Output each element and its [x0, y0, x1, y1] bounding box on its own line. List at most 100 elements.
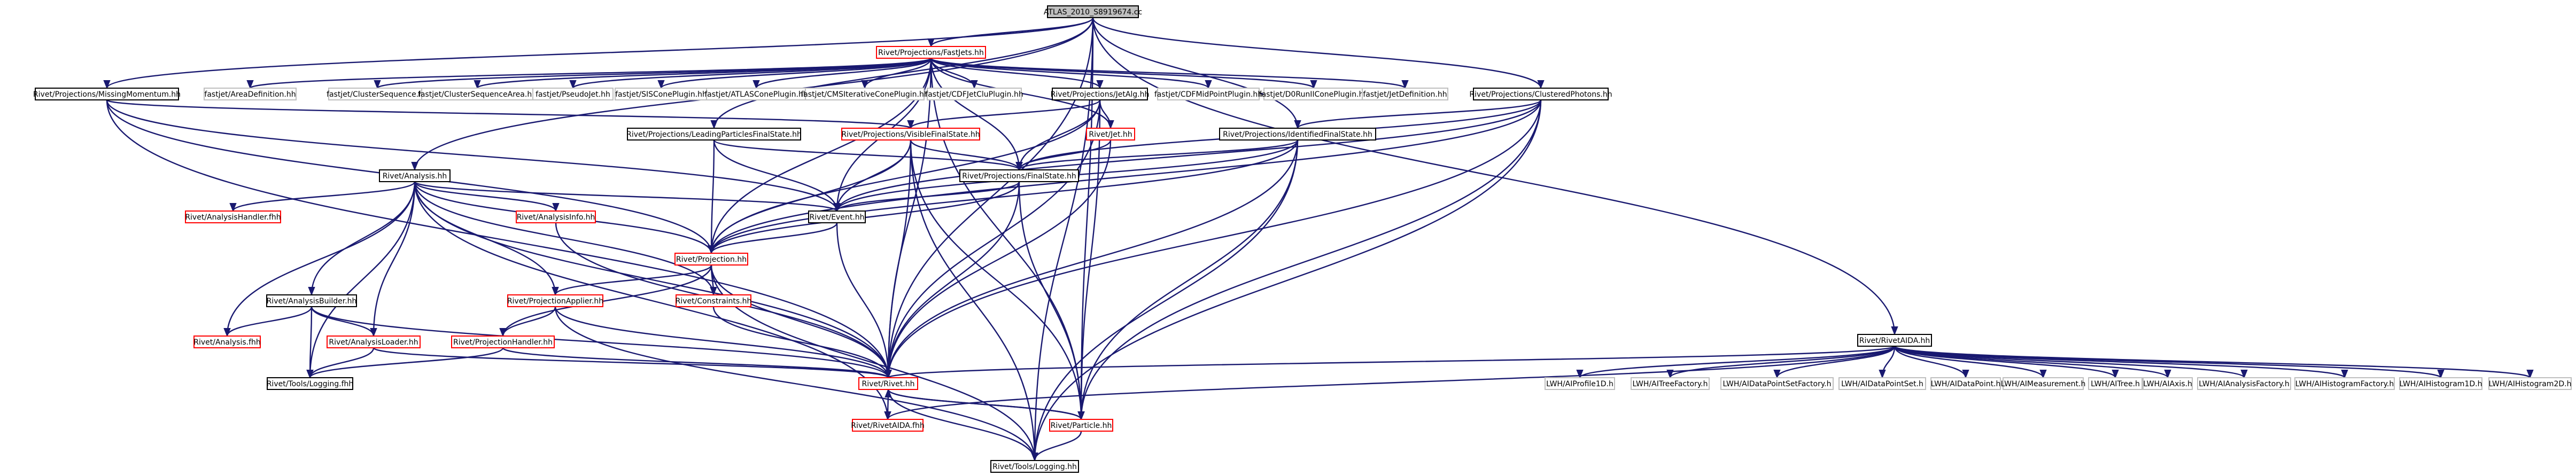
node-box	[1857, 334, 1932, 347]
edge-clphot-to-particle	[1077, 99, 1542, 420]
node-rivet-projection-hh[interactable]: Rivet/Projection.hh	[674, 253, 748, 266]
node-label: ATLAS_2010_S8919674.cc	[1044, 8, 1142, 17]
node-lwh-aidatapointsetfactory-h: LWH/AIDataPointSetFactory.h	[1720, 377, 1834, 390]
edge-root-to-missmom	[103, 17, 1094, 89]
edge-analysis-to-rivethh	[414, 181, 892, 379]
edge-idfs-to-particle	[1077, 139, 1299, 420]
node-label: LWH/AIAxis.h	[2143, 380, 2192, 388]
edge-projhandler-to-rivethh	[502, 347, 892, 379]
node-rivet-tools-logging-fhh[interactable]: Rivet/Tools/Logging.fhh	[267, 377, 354, 390]
edge-aidahh-to-dps	[1879, 346, 1896, 379]
edge-event-to-rivethh	[836, 222, 892, 379]
node-rivet-projections-jetalg-hh[interactable]: Rivet/Projections/JetAlg.hh	[1051, 88, 1150, 100]
node-rivet-projections-identifiedfinalstate-hh[interactable]: Rivet/Projections/IdentifiedFinalState.h…	[1219, 128, 1376, 141]
edge-finalstate-to-event	[833, 181, 1020, 212]
node-rivet-analysisbuilder-hh[interactable]: Rivet/AnalysisBuilder.hh	[266, 294, 357, 307]
node-label: fastjet/JetDefinition.hh	[1363, 90, 1447, 99]
edge-aidahh-to-meas	[1894, 346, 2047, 379]
node-rivet-tools-logging-hh[interactable]: Rivet/Tools/Logging.hh	[990, 460, 1079, 473]
node-lwh-aianalysisfactory-h: LWH/AIAnalysisFactory.h	[2197, 377, 2291, 390]
node-rivet-projections-fastjets-hh[interactable]: Rivet/Projections/FastJets.hh	[876, 46, 986, 59]
node-box	[1545, 377, 1615, 390]
edge-analysis-to-aloader	[370, 181, 416, 337]
edge-root-to-clphot	[1092, 17, 1545, 89]
edge-analysis-to-constraints	[414, 181, 717, 296]
edge-idfs-to-rivethh	[884, 139, 1299, 379]
edge-particle-to-rivethh	[884, 388, 1082, 420]
node-box	[267, 377, 353, 390]
node-label: Rivet/Projections/VisibleFinalState.hh	[841, 130, 980, 139]
node-rivet-projectionapplier-hh[interactable]: Rivet/ProjectionApplier.hh	[507, 294, 603, 307]
node-fastjet-atlasconeplugin-hh: fastjet/ATLASConePlugin.hh	[704, 88, 808, 100]
node-box	[808, 210, 866, 223]
node-label: Rivet/Tools/Logging.fhh	[267, 380, 354, 388]
edge-analysis-to-logfhh	[306, 181, 416, 379]
node-label: Rivet/AnalysisBuilder.hh	[267, 297, 357, 306]
edge-clphot-to-rivethh	[884, 99, 1542, 379]
node-box	[507, 294, 603, 307]
node-label: fastjet/CDFJetCluPlugin.hh	[925, 90, 1023, 99]
node-label: Rivet/Constraints.hh	[676, 297, 752, 306]
edge-idfs-to-projection	[708, 139, 1299, 254]
node-box	[1838, 377, 1926, 390]
node-rivet-analysishandler-fhh[interactable]: Rivet/AnalysisHandler.fhh	[185, 210, 281, 223]
node-rivet-projections-finalstate-hh[interactable]: Rivet/Projections/FinalState.hh	[959, 169, 1079, 182]
node-rivet-analysisloader-hh[interactable]: Rivet/AnalysisLoader.hh	[327, 335, 421, 348]
node-label: LWH/AIAnalysisFactory.h	[2199, 380, 2289, 388]
node-rivet-projections-visiblefinalstate-hh[interactable]: Rivet/Projections/VisibleFinalState.hh	[841, 128, 980, 141]
edge-aidahh-to-rivetaida	[884, 346, 1896, 420]
node-label: Rivet/Analysis.hh	[383, 172, 447, 181]
edge-visfs-to-loghh	[910, 139, 1038, 462]
edge-event-to-projection	[708, 222, 838, 254]
node-rivet-projectionhandler-hh[interactable]: Rivet/ProjectionHandler.hh	[451, 335, 555, 348]
node-rivet-rivetaida-fhh[interactable]: Rivet/RivetAIDA.fhh	[851, 419, 925, 432]
node-box	[379, 169, 451, 182]
node-box	[327, 335, 421, 348]
node-rivet-projections-clusteredphotons-hh[interactable]: Rivet/Projections/ClusteredPhotons.hh	[1469, 88, 1612, 100]
edge-projapplier-to-projhandler	[499, 306, 556, 337]
node-label: Rivet/Projections/IdentifiedFinalState.h…	[1223, 130, 1372, 139]
edge-root-to-aidahh	[1092, 17, 1898, 335]
node-rivet-analysis-hh[interactable]: Rivet/Analysis.hh	[379, 169, 451, 182]
node-box	[1219, 128, 1376, 141]
edge-analysis-to-event	[414, 181, 841, 212]
node-lwh-aitreefactory-h: LWH/AITreeFactory.h	[1631, 377, 1710, 390]
node-lwh-aihistogram2d-h: LWH/AIHistogram2D.h	[2488, 377, 2572, 390]
node-rivet-rivetaida-hh[interactable]: Rivet/RivetAIDA.hh	[1857, 334, 1932, 347]
node-rivet-analysisinfo-hh[interactable]: Rivet/AnalysisInfo.hh	[516, 210, 596, 223]
edge-aidahh-to-profile1d	[1576, 345, 1896, 379]
edge-analysis-to-ahandler	[229, 181, 416, 212]
node-box	[927, 88, 1022, 100]
node-box	[2143, 377, 2193, 390]
edge-fastjets-to-projection	[708, 58, 932, 254]
node-box	[1052, 88, 1148, 100]
edge-aidahh-to-h2d	[1894, 345, 2534, 379]
node-rivet-projections-leadingparticlesfinalstate-hh[interactable]: Rivet/Projections/LeadingParticlesFinalS…	[626, 128, 802, 141]
node-fastjet-areadefinition-hh: fastjet/AreaDefinition.hh	[204, 88, 297, 100]
node-label: Rivet/Event.hh	[809, 213, 864, 222]
node-label: LWH/AIMeasurement.h	[2001, 380, 2086, 388]
edge-constraints-to-rivethh	[712, 306, 892, 379]
node-label: Rivet/AnalysisInfo.hh	[517, 213, 595, 222]
node-box	[674, 253, 748, 266]
edge-fastjets-to-cmsiter	[861, 58, 932, 89]
node-rivet-jet-hh[interactable]: Rivet/Jet.hh	[1086, 128, 1135, 141]
node-lwh-aihistogramfactory-h: LWH/AIHistogramFactory.h	[2294, 377, 2395, 390]
node-rivet-analysis-fhh[interactable]: Rivet/Analysis.fhh	[193, 335, 261, 348]
node-rivet-rivet-hh[interactable]: Rivet/Rivet.hh	[858, 377, 918, 390]
edge-abuilder-to-logfhh	[306, 306, 314, 379]
node-rivet-constraints-hh[interactable]: Rivet/Constraints.hh	[676, 294, 752, 307]
node-rivet-particle-hh[interactable]: Rivet/Particle.hh	[1049, 419, 1113, 432]
node-rivet-event-hh[interactable]: Rivet/Event.hh	[808, 210, 866, 223]
edge-idfs-to-finalstate	[1015, 139, 1299, 171]
edge-projapplier-to-loghh	[554, 306, 1038, 462]
node-box	[193, 335, 261, 348]
edge-loghh-to-rivethh	[884, 388, 1036, 461]
node-label: fastjet/CDFMidPointPlugin.hh	[1154, 90, 1262, 99]
node-lwh-aidatapointset-h: LWH/AIDataPointSet.h	[1838, 377, 1926, 390]
node-label: LWH/AIProfile1D.h	[1546, 380, 1613, 388]
node-fastjet-sisconeplugin-hh: fastjet/SISConePlugin.hh	[615, 88, 708, 100]
node-rivet-projections-missingmomentum-hh[interactable]: Rivet/Projections/MissingMomentum.hh	[33, 88, 181, 100]
node-atlas-2010-s8919674-cc[interactable]: ATLAS_2010_S8919674.cc	[1044, 5, 1142, 18]
node-label: fastjet/ClusterSequenceArea.hh	[418, 90, 537, 99]
